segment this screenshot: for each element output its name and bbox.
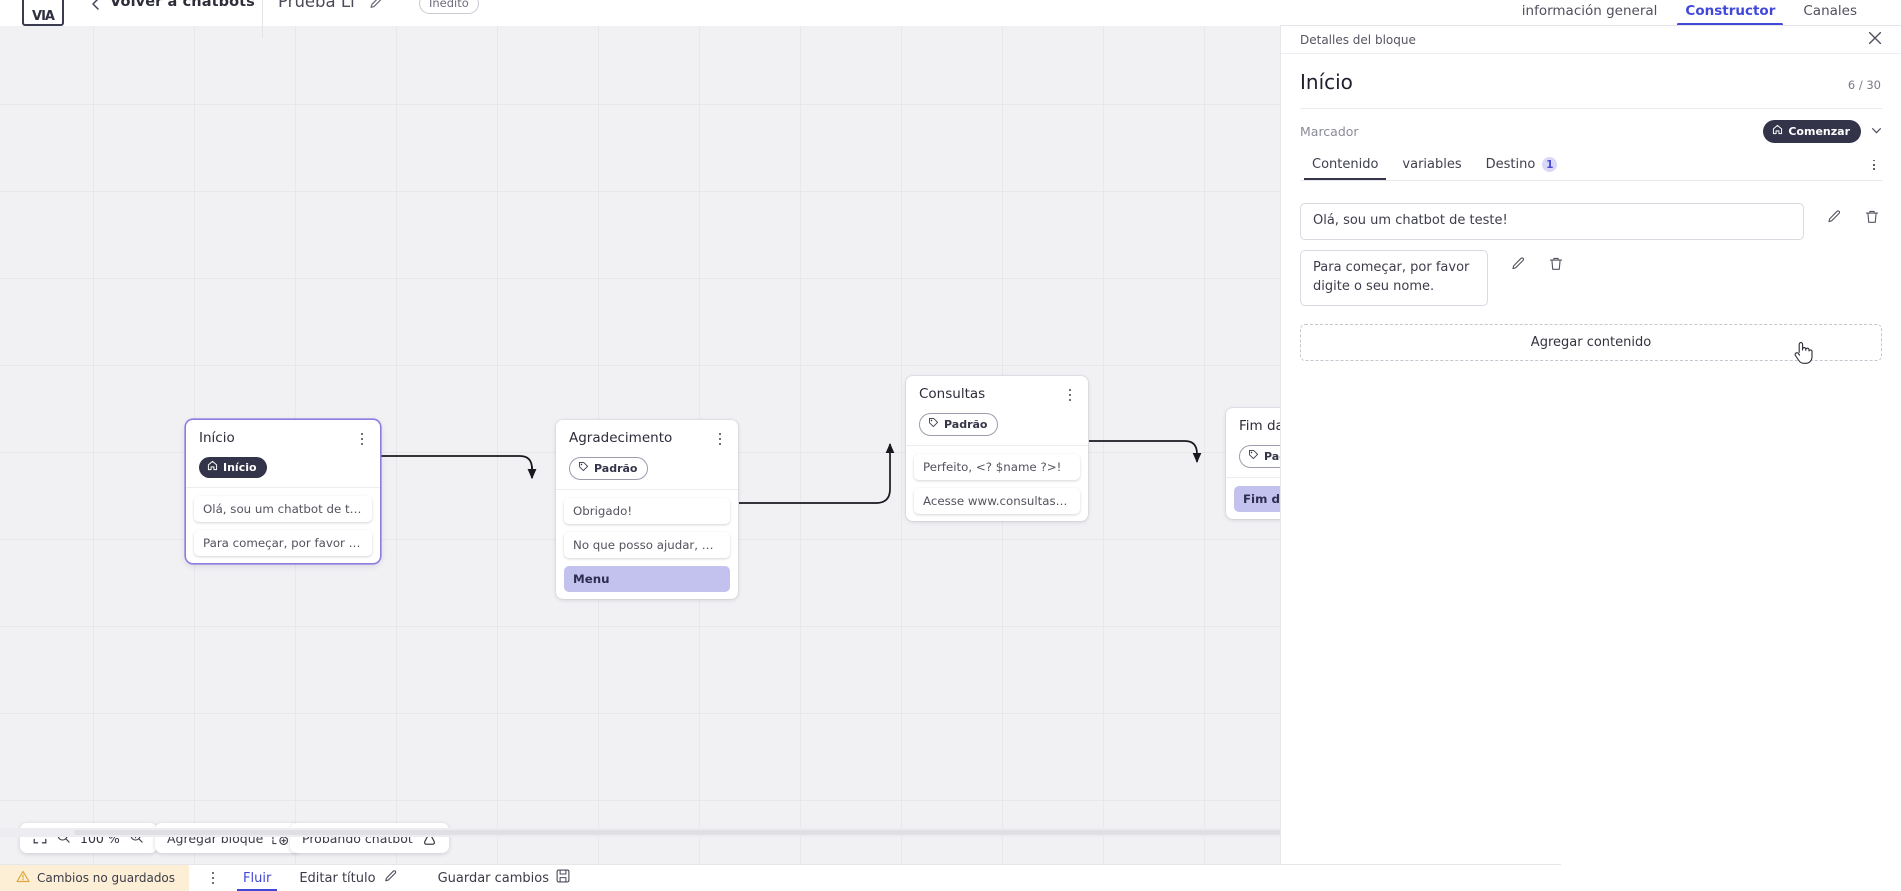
tag-icon — [1248, 449, 1259, 464]
main-tabs: información general Constructor Canales — [1280, 0, 1901, 26]
save-icon — [556, 869, 570, 887]
toolbar-divider — [262, 0, 263, 38]
node-header: Início — [186, 420, 380, 448]
marker-row: Marcador Comenzar — [1281, 109, 1901, 144]
node-chip-label: Padrão — [944, 417, 988, 431]
pencil-icon[interactable] — [1826, 209, 1842, 229]
panel-tab-variables[interactable]: variables — [1402, 157, 1462, 173]
node-header: Agradecimento — [556, 420, 738, 448]
node-title: Consultas — [919, 386, 986, 402]
marker-value-group[interactable]: Comenzar — [1763, 120, 1883, 144]
node-separator — [186, 487, 380, 489]
node-chip-label: Início — [223, 460, 257, 474]
content-item-actions — [1804, 203, 1882, 229]
tag-icon — [578, 461, 589, 476]
panel-block-title: Início — [1300, 70, 1353, 94]
app-logo-icon[interactable]: VIA — [22, 0, 64, 26]
node-row[interactable]: Acesse www.consultas.com par... — [914, 488, 1080, 515]
node-header: Consultas — [906, 376, 1088, 404]
flow-node-consultas[interactable]: Consultas Padrão Perfeito, <? $name ?>! … — [906, 376, 1088, 522]
content-items-list: Olá, sou um chatbot de teste! Para começ… — [1281, 181, 1901, 306]
node-title: Início — [199, 430, 235, 446]
close-icon[interactable] — [1868, 30, 1882, 49]
panel-header: Detalles del bloque — [1281, 26, 1901, 54]
logo-wordmark: VIA — [32, 9, 55, 24]
flow-edges — [381, 440, 1202, 504]
back-chevron-icon[interactable] — [88, 0, 104, 12]
publish-status-badge: Inédito — [419, 0, 479, 15]
pencil-icon[interactable] — [1510, 256, 1526, 276]
save-label: Guardar cambios — [437, 870, 550, 886]
content-item-actions — [1488, 250, 1566, 276]
node-menu-kebab-icon[interactable] — [354, 430, 370, 448]
edge-inicio-agradecimento — [381, 455, 537, 480]
back-to-chatbots-link[interactable]: Volver a chatbots — [110, 0, 255, 10]
panel-divider — [1300, 108, 1882, 109]
flow-node-agradecimento[interactable]: Agradecimento Padrão Obrigado! No que po… — [556, 420, 738, 600]
edge-agradecimento-consultas — [739, 442, 895, 504]
chevron-down-icon[interactable] — [1870, 122, 1883, 141]
unsaved-label: Cambios no guardados — [37, 871, 176, 885]
edit-title-pencil-icon[interactable] — [368, 0, 385, 11]
unsaved-changes-indicator: Cambios no guardados — [0, 864, 190, 891]
node-chip-padrao: Padrão — [919, 413, 999, 437]
statusbar-kebab-icon[interactable] — [205, 869, 221, 887]
panel-tab-destino-badge: 1 — [1542, 157, 1558, 173]
save-changes-button[interactable]: Guardar cambios — [424, 865, 584, 891]
chatbot-title: Prueba Li — [278, 0, 355, 11]
warning-icon — [16, 870, 30, 886]
panel-title-row: Início 6 / 30 — [1281, 54, 1901, 94]
tab-constructor[interactable]: Constructor — [1671, 4, 1789, 26]
pencil-icon — [383, 869, 398, 888]
home-icon — [1772, 124, 1783, 139]
marker-badge-comenzar[interactable]: Comenzar — [1763, 120, 1861, 144]
edit-title-label: Editar título — [299, 870, 376, 886]
content-text[interactable]: Para começar, por favor digite o seu nom… — [1300, 250, 1488, 306]
node-chip-padrao: Padrão — [569, 457, 649, 481]
trash-icon[interactable] — [1548, 256, 1564, 276]
edge-consultas-fim — [1089, 440, 1202, 464]
canvas-horizontal-scrollbar[interactable] — [0, 828, 1561, 837]
scrollbar-thumb[interactable] — [74, 830, 1494, 835]
node-row[interactable]: Obrigado! — [564, 498, 730, 525]
home-icon — [207, 460, 218, 475]
panel-header-title: Detalles del bloque — [1300, 32, 1416, 47]
flow-node-inicio[interactable]: Início Início Olá, sou um chatbot de tes… — [186, 420, 380, 564]
node-row[interactable]: Para começar, por favor digite o ... — [194, 530, 372, 557]
bottom-status-bar: Cambios no guardados Fluir Editar título… — [0, 864, 1561, 891]
edit-title-button[interactable]: Editar título — [285, 865, 411, 891]
tab-canales[interactable]: Canales — [1803, 3, 1857, 19]
node-menu-kebab-icon[interactable] — [1062, 386, 1078, 404]
panel-tab-destino[interactable]: Destino 1 — [1474, 157, 1570, 180]
marker-label: Marcador — [1300, 124, 1359, 140]
trash-icon[interactable] — [1864, 209, 1880, 229]
panel-block-count: 6 / 30 — [1847, 78, 1881, 92]
node-title: Agradecimento — [569, 430, 673, 446]
content-item: Olá, sou um chatbot de teste! — [1300, 203, 1882, 241]
top-bar: VIA Volver a chatbots Prueba Li Inédito … — [0, 0, 1901, 38]
node-menu-kebab-icon[interactable] — [712, 430, 728, 448]
block-details-panel: Detalles del bloque Início 6 / 30 Marcad… — [1280, 26, 1901, 891]
panel-tab-destino-label: Destino — [1485, 157, 1536, 173]
node-row[interactable]: Perfeito, <? $name ?>! — [914, 454, 1080, 481]
node-separator — [906, 445, 1088, 447]
node-chip-label: Padrão — [594, 461, 638, 475]
add-content-button[interactable]: Agregar contenido — [1300, 323, 1882, 361]
panel-tab-contenido[interactable]: Contenido — [1300, 158, 1390, 181]
node-chip-inicio: Início — [199, 457, 267, 479]
node-row[interactable]: Olá, sou um chatbot de teste! — [194, 496, 372, 523]
tag-icon — [928, 417, 939, 432]
tab-informacion-general[interactable]: información general — [1521, 3, 1658, 19]
node-separator — [556, 489, 738, 491]
content-item: Para começar, por favor digite o seu nom… — [1300, 250, 1882, 306]
marker-badge-label: Comenzar — [1788, 124, 1850, 138]
content-text[interactable]: Olá, sou um chatbot de teste! — [1300, 203, 1804, 241]
node-row-menu[interactable]: Menu — [564, 566, 730, 593]
statusbar-tab-fluir[interactable]: Fluir — [229, 865, 285, 891]
panel-tabs-kebab-icon[interactable] — [1866, 159, 1882, 178]
tabs-underline — [1280, 25, 1901, 26]
panel-tabs: Contenido variables Destino 1 — [1300, 157, 1882, 182]
node-row[interactable]: No que posso ajudar, <? $Name ... — [564, 532, 730, 559]
